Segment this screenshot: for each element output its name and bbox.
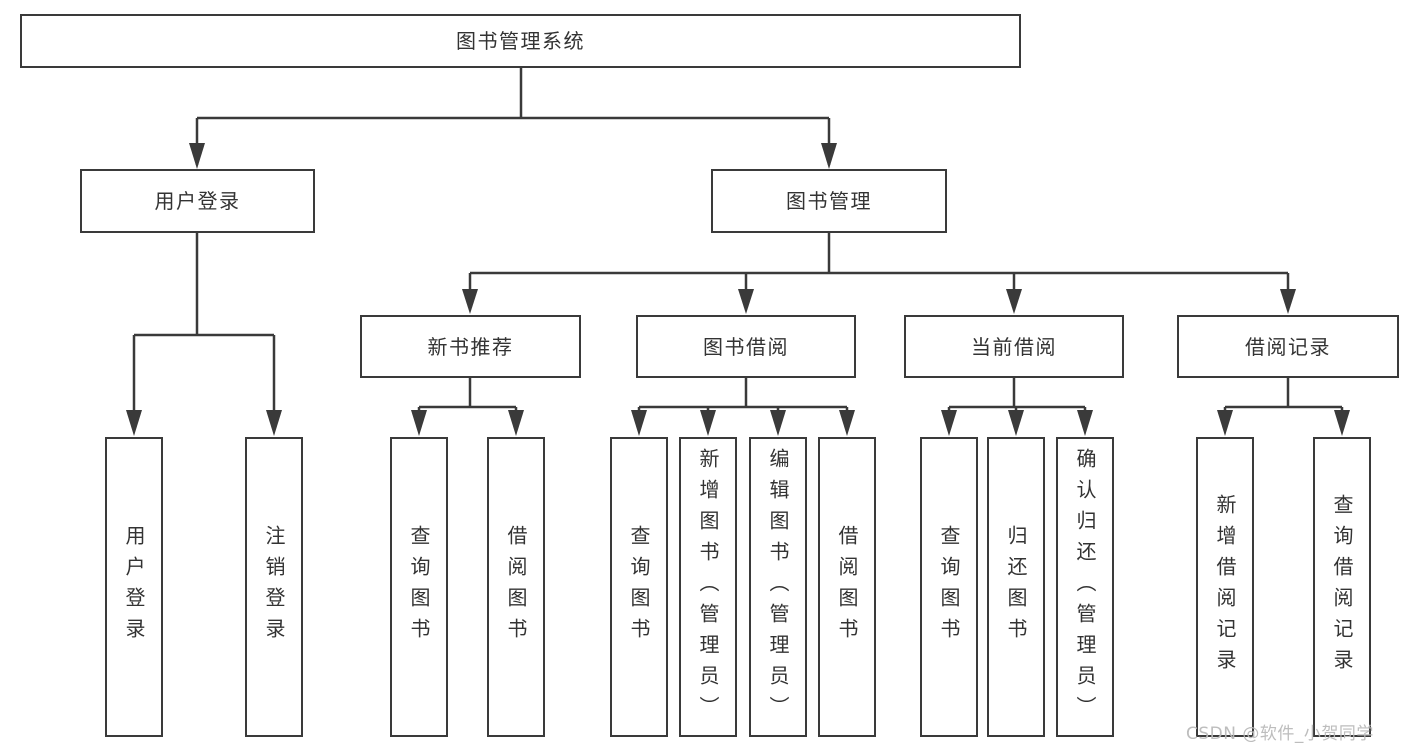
node-current-borrowing-label: 当前借阅 [971,334,1057,359]
node-book-management-label: 图书管理 [786,189,872,213]
leaf-cb-query-books: 查询图书 [920,437,978,737]
leaf-logout-label: 注销登录 [262,525,286,649]
node-user-login: 用户登录 [80,169,315,233]
node-current-borrowing: 当前借阅 [904,315,1124,378]
node-borrow-records-label: 借阅记录 [1245,334,1331,359]
leaf-bb-add-books-admin-label: 新增图书（管理员） [696,447,720,727]
leaf-br-query-record-label: 查询借阅记录 [1330,494,1354,680]
leaf-user-login-label: 用户登录 [122,525,146,649]
node-new-book-recommend: 新书推荐 [360,315,581,378]
leaf-bb-borrow-books-label: 借阅图书 [835,525,859,649]
node-book-borrowing-label: 图书借阅 [703,334,789,359]
node-new-book-recommend-label: 新书推荐 [427,334,514,359]
leaf-cb-return-books-label: 归还图书 [1004,525,1028,649]
leaf-bb-query-books-label: 查询图书 [627,525,651,649]
arrowheads [126,143,1350,436]
leaf-cb-confirm-return-admin: 确认归还（管理员） [1056,437,1114,737]
leaf-nb-query-books-label: 查询图书 [407,525,431,649]
leaf-bb-add-books-admin: 新增图书（管理员） [679,437,737,737]
node-book-borrowing: 图书借阅 [636,315,856,378]
leaf-cb-return-books: 归还图书 [987,437,1045,737]
leaf-bb-borrow-books: 借阅图书 [818,437,876,737]
node-root-label: 图书管理系统 [456,29,585,53]
leaf-br-add-record: 新增借阅记录 [1196,437,1254,737]
node-borrow-records: 借阅记录 [1177,315,1399,378]
leaf-nb-query-books: 查询图书 [390,437,448,737]
leaf-user-login: 用户登录 [105,437,163,737]
node-book-management: 图书管理 [711,169,947,233]
node-root: 图书管理系统 [20,14,1021,68]
leaf-bb-query-books: 查询图书 [610,437,668,737]
leaf-cb-query-books-label: 查询图书 [937,525,961,649]
leaf-bb-edit-books-admin: 编辑图书（管理员） [749,437,807,737]
node-user-login-label: 用户登录 [154,189,241,213]
leaf-br-add-record-label: 新增借阅记录 [1213,494,1237,680]
leaf-logout: 注销登录 [245,437,303,737]
leaf-br-query-record: 查询借阅记录 [1313,437,1371,737]
leaf-nb-borrow-books: 借阅图书 [487,437,545,737]
leaf-cb-confirm-return-admin-label: 确认归还（管理员） [1073,447,1097,727]
watermark-csdn: CSDN @软件_小贺同学 [1186,724,1374,744]
leaf-bb-edit-books-admin-label: 编辑图书（管理员） [766,447,790,727]
leaf-nb-borrow-books-label: 借阅图书 [504,525,528,649]
